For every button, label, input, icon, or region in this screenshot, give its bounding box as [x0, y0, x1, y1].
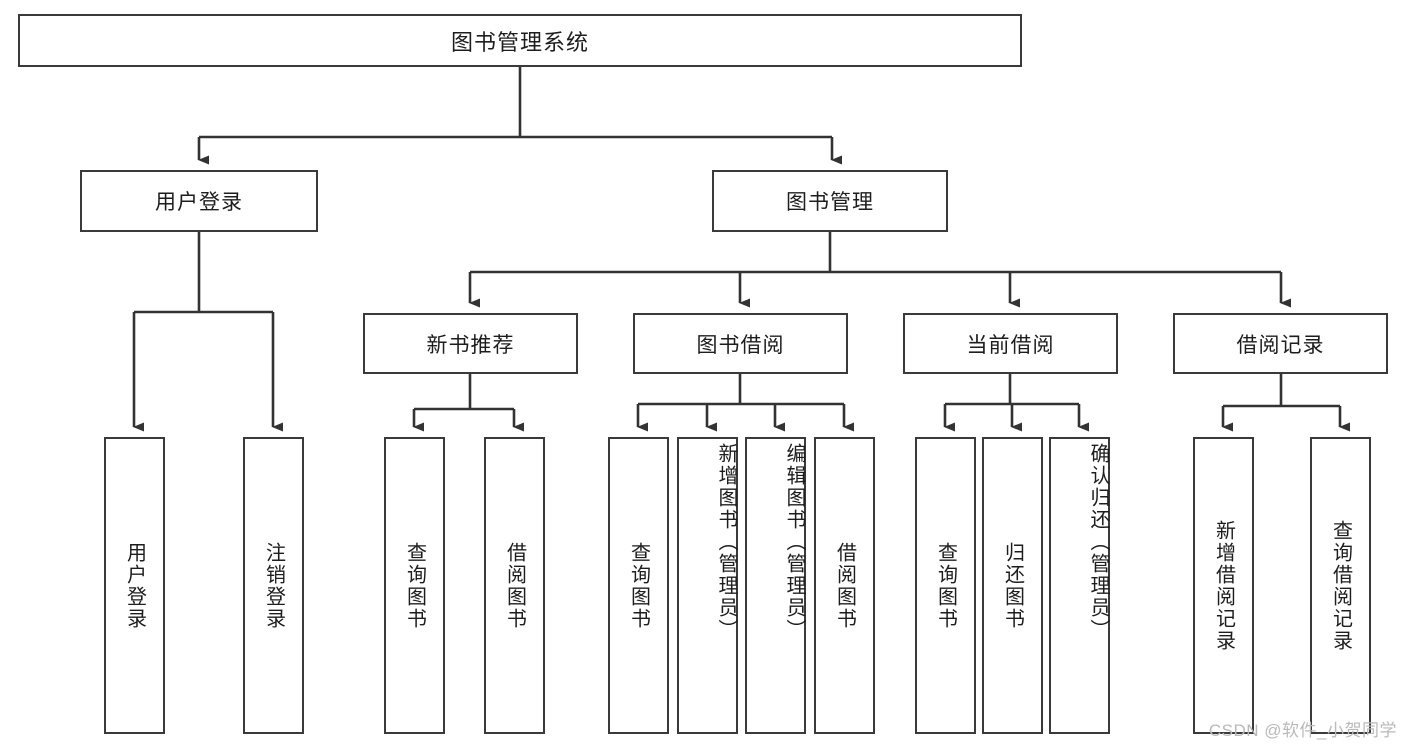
leaf-add-record[interactable]: 新增借阅记录	[1193, 437, 1254, 734]
node-borrow-record-label: 借阅记录	[1236, 333, 1325, 357]
leaf-confirm-return[interactable]: 确认归还（管理员）	[1049, 437, 1110, 734]
leaf-add-book-label: 新增图书（管理员）	[715, 443, 737, 641]
leaf-user-login[interactable]: 用户登录	[104, 437, 165, 734]
leaf-logout-label: 注销登录	[262, 541, 285, 630]
leaf-query-book-3-label: 查询图书	[934, 541, 957, 630]
leaf-confirm-return-label: 确认归还（管理员）	[1087, 443, 1109, 641]
leaf-query-book-3[interactable]: 查询图书	[915, 437, 976, 734]
leaf-query-record[interactable]: 查询借阅记录	[1310, 437, 1371, 734]
node-root-label: 图书管理系统	[450, 29, 589, 55]
node-book-manage-label: 图书管理	[786, 191, 874, 214]
node-new-book-rec-label: 新书推荐	[426, 333, 515, 357]
node-root[interactable]: 图书管理系统	[18, 14, 1022, 67]
node-user-login-label: 用户登录	[155, 191, 243, 214]
leaf-query-record-label: 查询借阅记录	[1329, 519, 1352, 652]
leaf-query-book-1[interactable]: 查询图书	[384, 437, 445, 734]
leaf-edit-book[interactable]: 编辑图书（管理员）	[745, 437, 806, 734]
node-new-book-rec[interactable]: 新书推荐	[363, 313, 578, 374]
leaf-borrow-book-2-label: 借阅图书	[833, 541, 856, 630]
node-user-login[interactable]: 用户登录	[80, 170, 318, 232]
leaf-borrow-book-1-label: 借阅图书	[503, 541, 526, 630]
node-current-borrow-label: 当前借阅	[966, 333, 1055, 357]
leaf-query-book-1-label: 查询图书	[403, 541, 426, 630]
leaf-borrow-book-1[interactable]: 借阅图书	[484, 437, 545, 734]
node-borrow-record[interactable]: 借阅记录	[1173, 313, 1388, 374]
node-current-borrow[interactable]: 当前借阅	[903, 313, 1118, 374]
leaf-logout[interactable]: 注销登录	[243, 437, 304, 734]
node-book-borrow[interactable]: 图书借阅	[633, 313, 848, 374]
leaf-borrow-book-2[interactable]: 借阅图书	[814, 437, 875, 734]
node-book-borrow-label: 图书借阅	[696, 333, 785, 357]
leaf-query-book-2[interactable]: 查询图书	[608, 437, 669, 734]
leaf-edit-book-label: 编辑图书（管理员）	[783, 443, 805, 641]
leaf-return-book-label: 归还图书	[1001, 541, 1024, 630]
leaf-user-login-label: 用户登录	[123, 541, 146, 630]
leaf-add-record-label: 新增借阅记录	[1212, 519, 1235, 652]
node-book-manage[interactable]: 图书管理	[712, 170, 948, 232]
leaf-query-book-2-label: 查询图书	[627, 541, 650, 630]
leaf-return-book[interactable]: 归还图书	[982, 437, 1043, 734]
leaf-add-book[interactable]: 新增图书（管理员）	[677, 437, 738, 734]
